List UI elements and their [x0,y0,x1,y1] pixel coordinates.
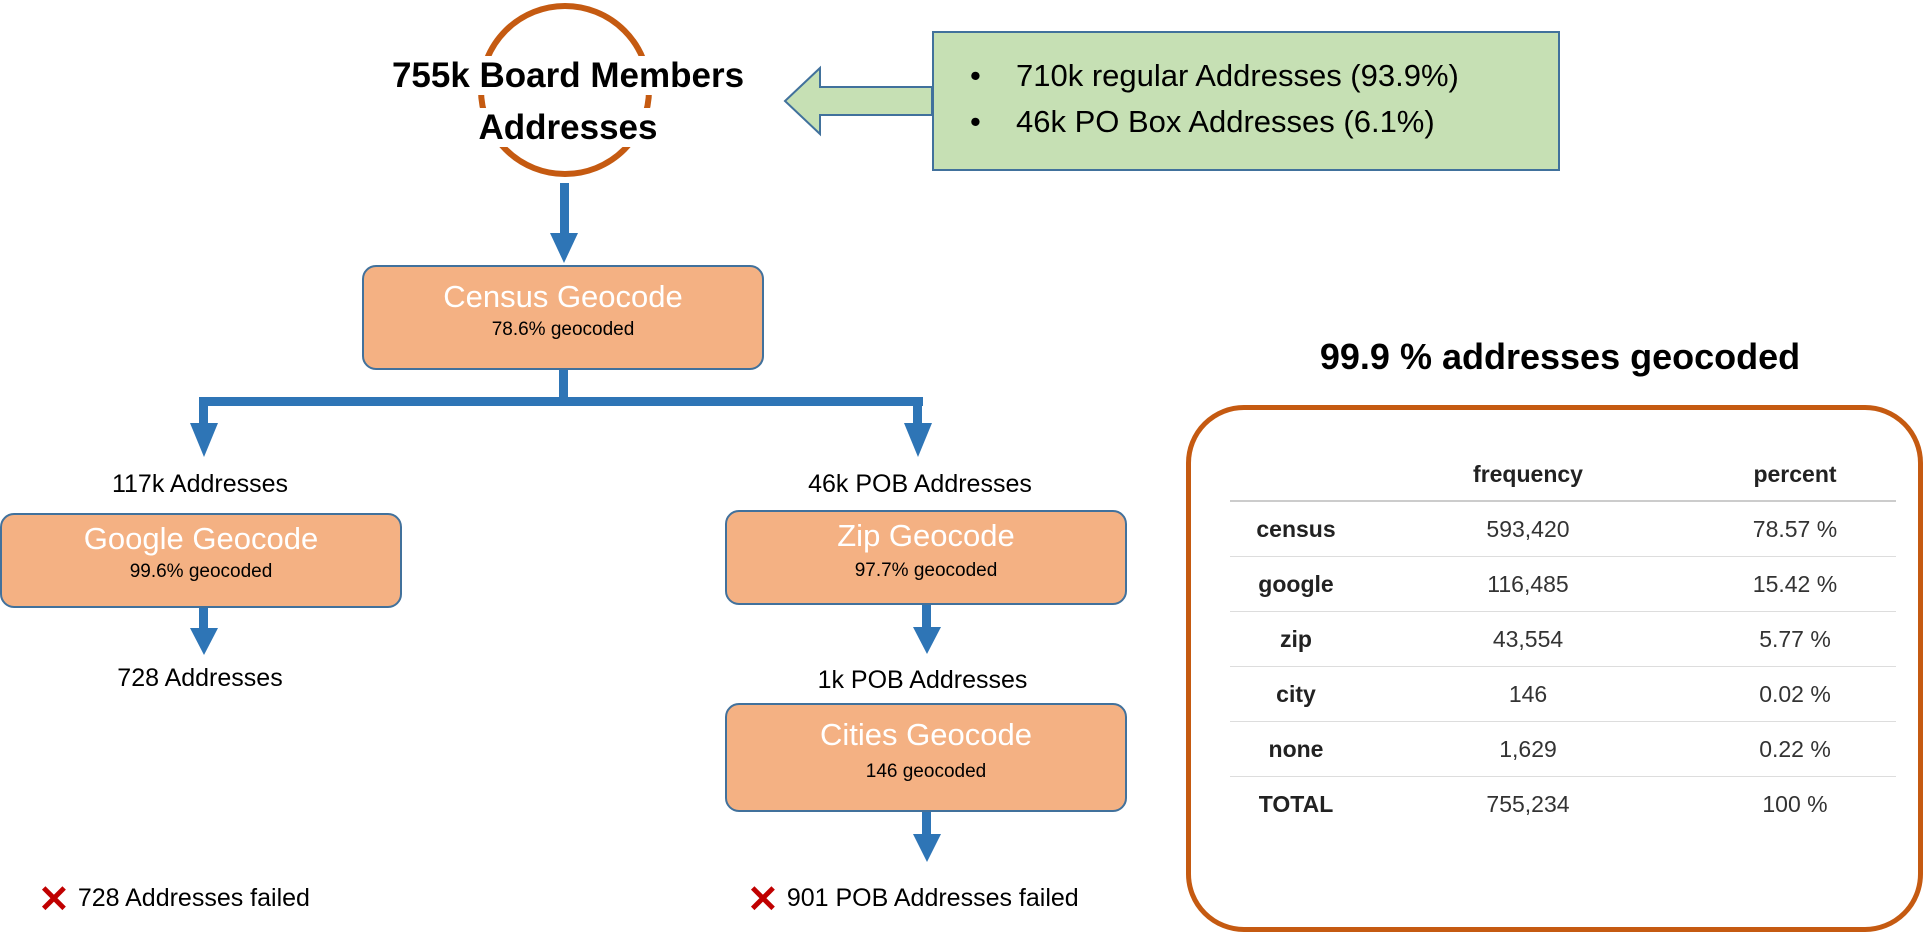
column-header [1230,448,1362,502]
frequency-cell: 1,629 [1362,721,1694,777]
arrow-google-down [199,608,208,630]
zip-geocode-box: Zip Geocode 97.7% geocoded [725,510,1127,605]
frequency-cell: 116,485 [1362,556,1694,612]
info-arrow [783,65,933,137]
source-title: 755k Board Members Addresses [368,50,768,154]
row-label: zip [1230,611,1362,667]
bullet: • [970,58,981,93]
breakdown-item: • 710k regular Addresses (93.9%) [970,53,1558,99]
table-row: zip 43,554 5.77 % [1230,611,1896,667]
table-row: none 1,629 0.22 % [1230,721,1896,777]
table-header-row: frequency percent [1230,448,1896,502]
cities-geocode-box: Cities Geocode 146 geocoded [725,703,1127,812]
google-geocode-box: Google Geocode 99.6% geocoded [0,513,402,608]
google-geocode-rate: 99.6% geocoded [129,561,273,582]
arrow-circle-to-census [560,183,569,235]
google-failed: ✕728 Addresses failed [38,877,310,922]
cities-input-label: 1k POB Addresses [817,666,1028,694]
frequency-cell: 43,554 [1362,611,1694,667]
fail-icon: ✕ [747,879,779,921]
percent-cell: 0.22 % [1694,721,1896,777]
row-label: census [1230,501,1362,557]
bullet: • [970,104,981,139]
summary-table: frequency percent census 593,420 78.57 %… [1230,448,1896,831]
fail-icon: ✕ [38,879,70,921]
table-row: google 116,485 15.42 % [1230,556,1896,612]
frequency-cell: 593,420 [1362,501,1694,557]
census-split-stem [559,370,568,403]
frequency-cell: 146 [1362,666,1694,722]
percent-cell: 78.57 % [1694,501,1896,557]
census-geocode-title: Census Geocode [443,279,683,314]
column-header-frequency: frequency [1362,448,1694,502]
row-label: city [1230,666,1362,722]
arrow-zip-down [922,605,931,629]
breakdown-text: 46k PO Box Addresses (6.1%) [1016,104,1435,139]
percent-cell: 0.02 % [1694,666,1896,722]
arrow-cities-down [922,812,931,836]
census-geocode-rate: 78.6% geocoded [491,319,635,340]
source-title-line1: 755k Board Members [387,56,749,95]
percent-cell: 5.77 % [1694,611,1896,667]
breakdown-item: • 46k PO Box Addresses (6.1%) [970,99,1558,145]
zip-geocode-rate: 97.7% geocoded [854,560,998,581]
google-output-label: 728 Addresses [117,664,283,692]
pob-failed: ✕901 POB Addresses failed [747,877,1079,922]
column-header-percent: percent [1694,448,1896,502]
percent-cell: 15.42 % [1694,556,1896,612]
google-failed-text: 728 Addresses failed [77,884,310,912]
row-label: google [1230,556,1362,612]
pob-failed-text: 901 POB Addresses failed [786,884,1079,912]
table-row: city 146 0.02 % [1230,666,1896,722]
census-split-bar [199,397,923,406]
census-geocode-box: Census Geocode 78.6% geocoded [362,265,764,370]
table-row: census 593,420 78.57 % [1230,501,1896,557]
cities-geocode-rate: 146 geocoded [865,761,987,782]
summary-title: 99.9 % addresses geocoded [1319,336,1801,377]
row-label: TOTAL [1258,790,1334,817]
google-input-label: 117k Addresses [111,470,289,498]
table-row-total: TOTAL 755,234 100 % [1230,777,1896,832]
row-label: none [1230,721,1362,777]
frequency-cell: 755,234 [1486,790,1570,817]
zip-input-label: 46k POB Addresses [808,470,1032,498]
google-geocode-title: Google Geocode [83,521,319,556]
percent-cell: 100 % [1762,790,1828,817]
source-title-line2: Addresses [474,108,662,147]
zip-geocode-title: Zip Geocode [837,518,1015,553]
cities-geocode-title: Cities Geocode [820,717,1032,752]
address-breakdown-box: • 710k regular Addresses (93.9%) • 46k PO … [932,31,1560,171]
breakdown-text: 710k regular Addresses (93.9%) [1016,58,1459,93]
